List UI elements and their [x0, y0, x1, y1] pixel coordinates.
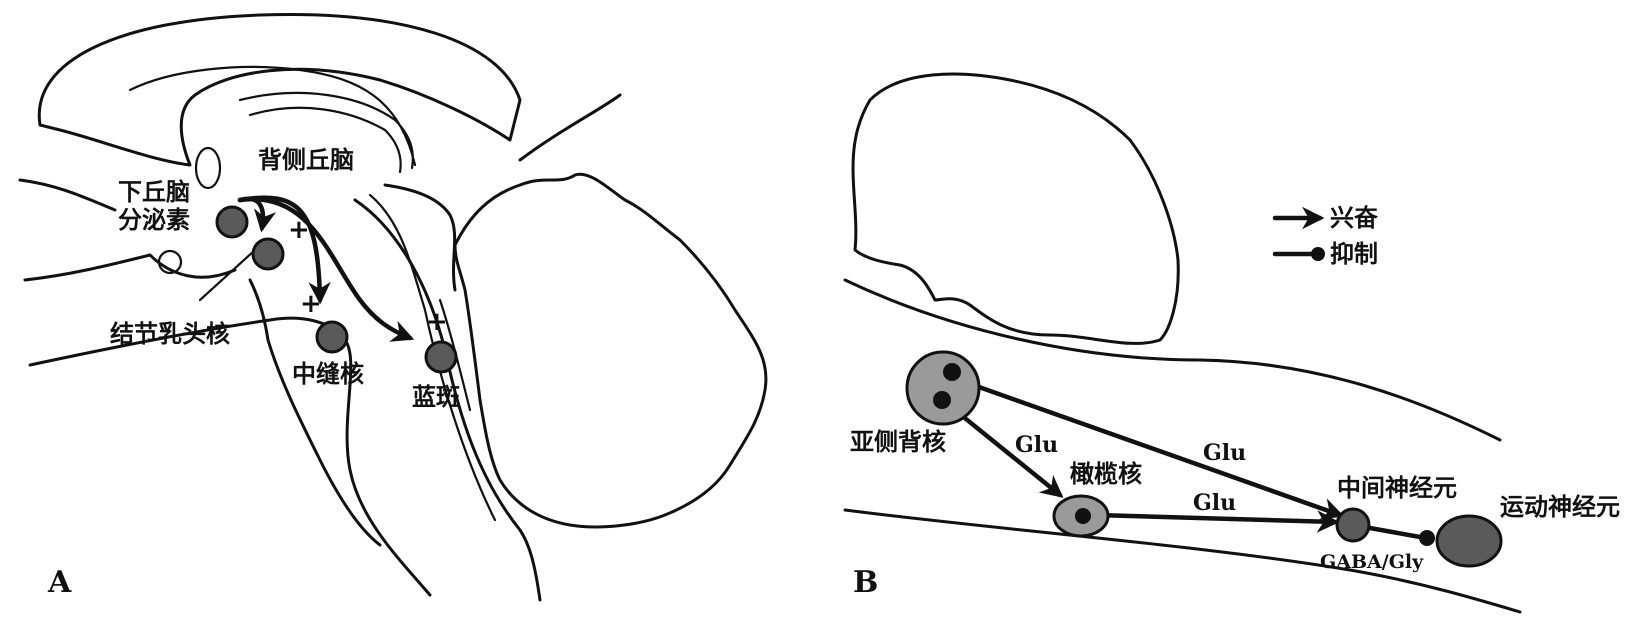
label-glu-sld-inter: Glu — [1203, 440, 1246, 466]
brain-b-stem-top — [843, 278, 1502, 442]
brain-callosum-inner-3 — [248, 106, 402, 174]
brain-callosum-inner-2 — [238, 91, 414, 170]
plus-raphe: + — [300, 289, 322, 319]
pathway-olive-to-interneuron — [1092, 510, 1340, 533]
nucleus-motor — [1435, 514, 1503, 568]
legend-inhibit-label: 抑制 — [1330, 240, 1378, 268]
label-tmn: 结节乳头核 — [110, 320, 230, 348]
label-motor: 运动神经元 — [1500, 493, 1620, 521]
brain-mammillary-circle — [157, 249, 183, 275]
label-sld: 亚侧背核 — [850, 428, 946, 456]
plus-tmn: + — [288, 215, 310, 245]
nucleus-tmn — [251, 237, 285, 271]
label-glu-sld-olive: Glu — [1015, 432, 1058, 458]
brain-fornix-oval — [194, 146, 222, 190]
brain-pons-bulge — [248, 278, 382, 547]
label-gaba: GABA/Gly — [1320, 551, 1424, 573]
pathway-crh-to-lc — [237, 196, 415, 342]
panel-letter-b: B — [853, 565, 878, 600]
label-thalamus: 背侧丘脑 — [258, 146, 354, 174]
panel-a: + + + 背侧丘脑 下丘脑 分泌素 结节乳头核 中缝核 蓝斑 A — [18, 12, 768, 602]
brain-stem-left — [28, 316, 432, 597]
nucleus-sld — [905, 350, 981, 426]
label-crh-line1: 下丘脑 — [118, 178, 190, 206]
inhibit-dot-motor — [1419, 530, 1435, 546]
nucleus-raphe — [315, 320, 349, 354]
nucleus-crh — [215, 205, 249, 239]
brain-cerebellum — [453, 172, 768, 529]
nucleus-sld-cell-1 — [943, 363, 961, 381]
brain-outline-cortex — [37, 12, 522, 167]
legend-inhibit-dot — [1311, 247, 1325, 261]
label-interneuron: 中间神经元 — [1337, 474, 1457, 502]
pathway-sld-to-interneuron — [945, 373, 1345, 520]
nucleus-olive-cell — [1075, 508, 1091, 524]
brain-b-stem-bottom — [843, 508, 1522, 614]
label-olive: 橄榄核 — [1070, 460, 1142, 488]
nucleus-lc — [424, 340, 458, 374]
panel-letter-a: A — [47, 565, 72, 600]
brain-stem-right — [353, 198, 542, 602]
brain-hypothalamus — [18, 178, 237, 282]
nucleus-sld-cell-2 — [933, 391, 951, 409]
leader-tmn — [198, 248, 257, 302]
brain-callosum-inner — [128, 65, 417, 167]
label-crh-line2: 分泌素 — [118, 206, 190, 234]
label-lc: 蓝斑 — [412, 383, 460, 411]
plus-lc: + — [426, 307, 448, 337]
label-raphe: 中缝核 — [292, 360, 364, 388]
pathway-interneuron-to-motor — [1367, 525, 1423, 540]
nucleus-interneuron — [1335, 507, 1371, 543]
legend-excite-label: 兴奋 — [1330, 204, 1379, 232]
brain-stem-mid — [368, 193, 497, 522]
brain-b-cerebellum — [851, 72, 1180, 345]
label-glu-olive-inter: Glu — [1193, 490, 1236, 516]
brain-midbrain-contour — [383, 93, 622, 292]
panel-b: 兴奋 抑制 亚侧背核 Glu Glu Glu 橄榄核 中间神经元 运动神经元 G… — [843, 72, 1620, 614]
